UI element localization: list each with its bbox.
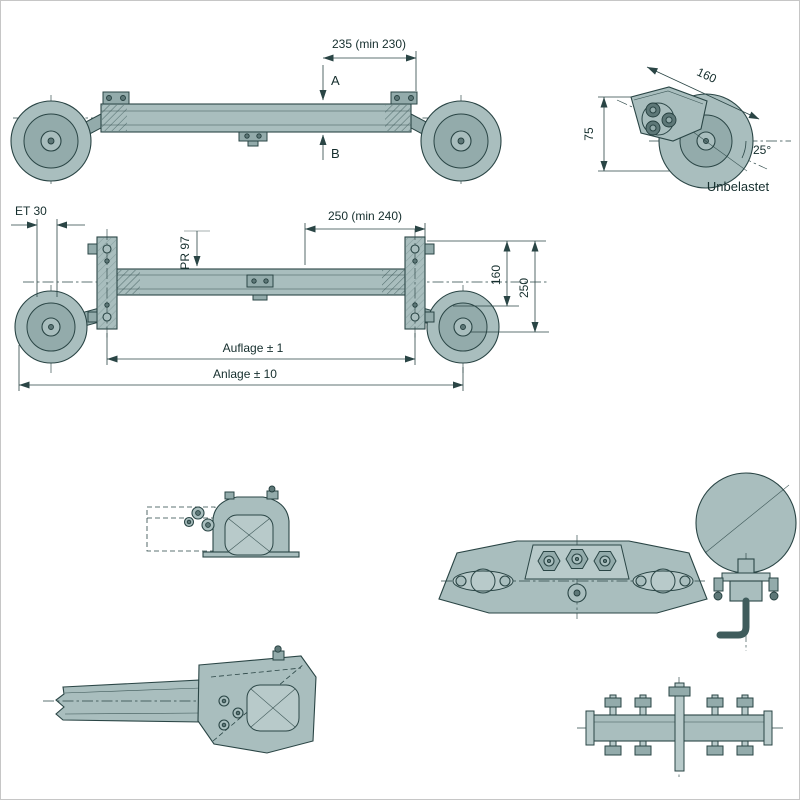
dim-160-label: 160 [695, 65, 719, 86]
clamp-rod [716, 597, 750, 639]
unbelastet-caption: Unbelastet [707, 179, 770, 194]
angle-arc [741, 140, 747, 159]
right-hanger-bracket [390, 91, 418, 105]
dim-235-label: 235 (min 230) [332, 37, 406, 51]
section-b-label: B [331, 146, 340, 161]
dim-75-label: 75 [582, 127, 596, 141]
angle-25-label: 25° [753, 143, 771, 157]
pr97-label: PR 97 [178, 236, 192, 270]
center-clamp [238, 131, 268, 142]
clamp-flange [721, 572, 771, 582]
mounting-plate-top-view [438, 535, 708, 619]
wheel-clamp-detail [695, 472, 797, 651]
hub-side-view-detail: 160 75 25° Unbelastet [582, 65, 791, 194]
left-hanger-bracket [102, 91, 130, 105]
dim-160-line [646, 66, 760, 120]
dim-250v-label: 250 [517, 278, 531, 298]
axle-front-view-loaded: 250 (min 240) PR 97 ET 30 160 250 Auflag… [11, 204, 549, 391]
et30-label: ET 30 [15, 204, 47, 218]
swing-arm-detail [43, 645, 317, 754]
stud-plate-front-view [577, 677, 783, 777]
center-rod [674, 682, 685, 772]
axle-tube [100, 103, 412, 133]
section-a-label: A [331, 73, 340, 88]
dim-250-label: 250 (min 240) [328, 209, 402, 223]
dim-160v-label: 160 [489, 265, 503, 285]
center-clamp-loaded [246, 274, 274, 288]
axle-front-view-unloaded: A B 235 (min 230) [10, 37, 502, 187]
anlage-label: Anlage ± 10 [213, 367, 277, 381]
axle-bracket-detail [146, 485, 300, 558]
auflage-label: Auflage ± 1 [223, 341, 284, 355]
